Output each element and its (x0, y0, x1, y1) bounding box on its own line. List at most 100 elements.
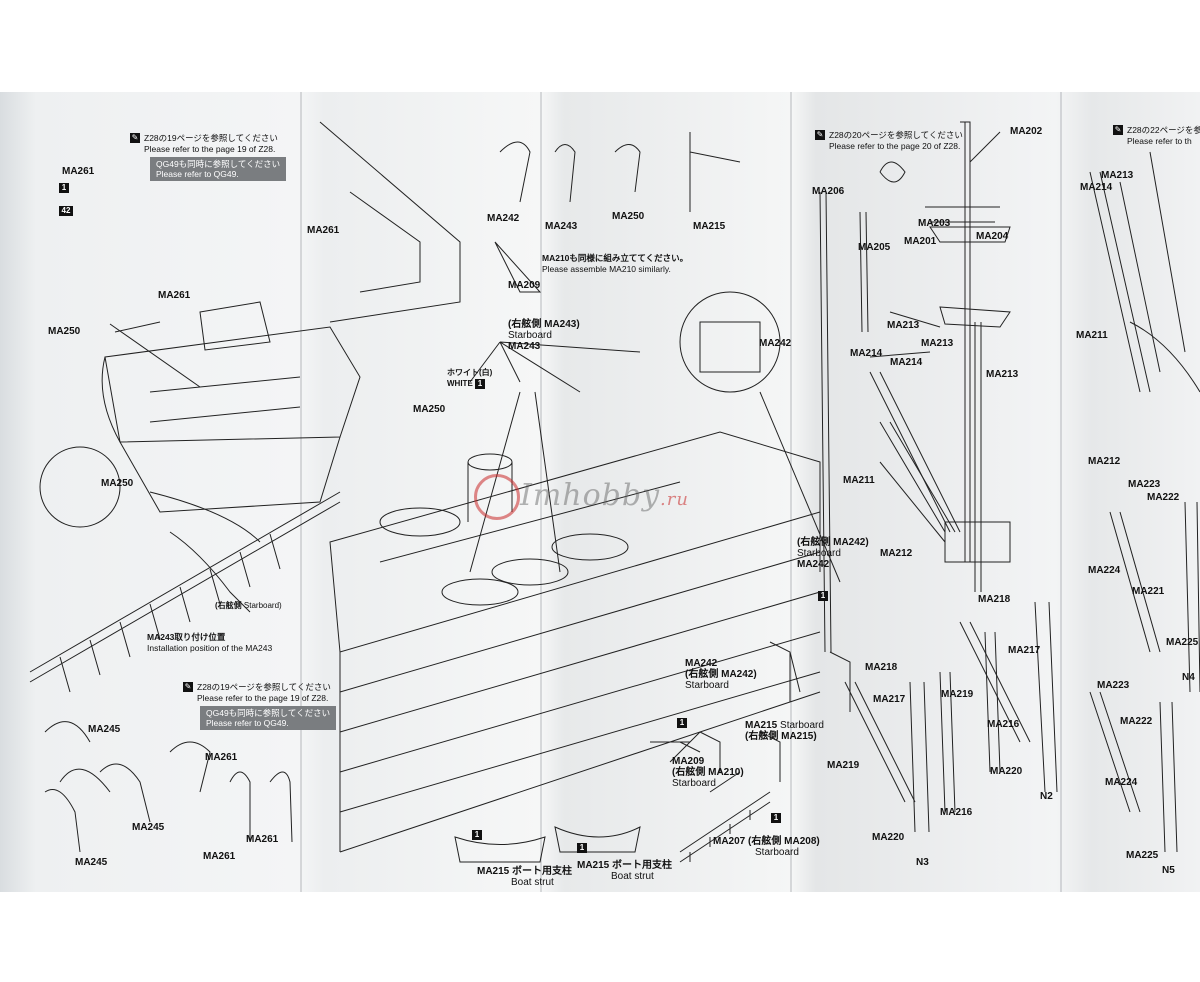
label-ma245-c: MA245 (75, 857, 108, 868)
label-ma212: MA212 (880, 548, 913, 559)
label-ma205: MA205 (858, 242, 891, 253)
p4-ref-note: ✎Z28の22ページを参 Please refer to th (1113, 125, 1200, 146)
ma210-note: MA210も同様に組み立ててください。 Please assemble MA21… (542, 253, 689, 274)
top-background (0, 0, 1200, 92)
label-ma201: MA201 (904, 236, 937, 247)
label-ma225-b: MA225 (1126, 850, 1159, 861)
label-ma245-a: MA245 (88, 724, 121, 735)
label-ma214-a: MA214 (850, 348, 883, 359)
label-ma211: MA211 (843, 475, 875, 486)
watermark: Imhobby.ru (520, 478, 689, 513)
label-ma250-c: MA250 (101, 478, 134, 489)
bottom-background (0, 892, 1200, 982)
badge-1-e: 1 (577, 843, 587, 853)
funnel-top (467, 453, 513, 471)
fold-line-4 (1060, 92, 1062, 892)
p1-ref-en: Please refer to the page 19 of Z28. (144, 143, 276, 154)
label-ma250-b: MA250 (413, 404, 446, 415)
label-ma261-e: MA261 (246, 834, 279, 845)
label-ma261-a: MA261 (62, 166, 95, 177)
label-ma261-b: MA261 (307, 225, 340, 236)
label-ma213-c: MA213 (986, 369, 1019, 380)
label-ma261-c: MA261 (158, 290, 191, 301)
label-ma242-starboard-b: MA242 (右舷側 MA242) Starboard (685, 658, 757, 691)
badge-42: 42 (59, 206, 73, 216)
p1-ref-jp: Z28の19ページを参照してください (144, 133, 278, 143)
label-ma245-b: MA245 (132, 822, 165, 833)
label-ma261-d: MA261 (205, 752, 238, 763)
label-ma213-b: MA213 (921, 338, 954, 349)
p3-ref-note: ✎Z28の20ページを参照してください Please refer to the … (815, 130, 963, 151)
label-ma214-b: MA214 (890, 357, 923, 368)
label-ma218-b: MA218 (865, 662, 898, 673)
fold-line-1 (300, 92, 302, 892)
label-ma216-a: MA216 (987, 719, 1020, 730)
label-ma220-a: MA220 (990, 766, 1023, 777)
label-ma209-starboard: MA209 (右舷側 MA210) Starboard (672, 756, 744, 789)
label-ma214-c: MA214 (1080, 182, 1113, 193)
badge-1-b: 1 (818, 591, 828, 601)
badge-1-a: 1 (59, 183, 69, 193)
label-ma220-b: MA220 (872, 832, 905, 843)
label-ma224-a: MA224 (1088, 565, 1121, 576)
label-ma213-a: MA213 (887, 320, 920, 331)
label-ma215-starboard: MA215 Starboard (右舷側 MA215) (745, 720, 824, 742)
label-n5: N5 (1162, 865, 1175, 876)
n5-post (1159, 701, 1178, 853)
label-ma223-a: MA223 (1128, 479, 1161, 490)
p1b-qg-box: QG49も同時に参照してください Please refer to QG49. (200, 706, 337, 730)
label-ma250-a: MA250 (48, 326, 81, 337)
label-n3: N3 (916, 857, 929, 868)
pencil-icon: ✎ (130, 133, 140, 143)
n4-post (1184, 501, 1200, 693)
pencil-icon: ✎ (815, 130, 825, 140)
label-ma261-f: MA261 (203, 851, 236, 862)
starboard-note-p1: (右舷側 Starboard) (215, 601, 282, 610)
watermark-logo-icon (474, 474, 520, 520)
fold-line-3 (790, 92, 792, 892)
white-paint-note: ホワイト(白) WHITE 1 (447, 368, 493, 389)
label-ma215-boat-strut-a: MA215 ボート用支柱 Boat strut (477, 866, 573, 888)
label-n4: N4 (1182, 672, 1195, 683)
label-ma202: MA202 (1010, 126, 1043, 137)
install-position-note: MA243取り付け位置 Installation position of the… (147, 632, 273, 653)
ship-upper-deck (329, 431, 821, 653)
label-ma206: MA206 (812, 186, 845, 197)
pencil-icon: ✎ (1113, 125, 1123, 135)
label-ma222-b: MA222 (1120, 716, 1153, 727)
label-ma250-top: MA250 (612, 211, 645, 222)
n3-post (909, 681, 930, 833)
badge-1-d: 1 (472, 830, 482, 840)
label-ma222-a: MA222 (1147, 492, 1180, 503)
p1b-ref-note: ✎Z28の19ページを参照してください Please refer to the … (183, 682, 331, 703)
badge-1-c: 1 (677, 718, 687, 728)
p1-qg-box: QG49も同時に参照してください Please refer to QG49. (150, 157, 287, 181)
label-n2: N2 (1040, 791, 1053, 802)
label-ma209-top: MA209 (508, 280, 541, 291)
label-ma215-top: MA215 (693, 221, 726, 232)
label-ma219-a: MA219 (941, 689, 974, 700)
p1-ref-note: ✎ Z28の19ページを参照してください Please refer to the … (130, 133, 278, 154)
label-ma243-top: MA243 (545, 221, 578, 232)
label-ma213-d: MA213 (1101, 170, 1134, 181)
label-ma215-boat-strut-b: MA215 ボート用支柱 Boat strut (577, 860, 673, 882)
badge-1-f: 1 (771, 813, 781, 823)
label-ma204: MA204 (976, 231, 1009, 242)
label-ma243-starboard: (右舷側 MA243) Starboard MA243 (508, 319, 580, 352)
label-ma216-b: MA216 (940, 807, 973, 818)
label-ma207-ma208: MA207 (右舷側 MA208) Starboard (713, 836, 820, 858)
assembly-diagram-lines (29, 121, 1200, 863)
label-ma221: MA221 (1132, 586, 1165, 597)
label-ma223-b: MA223 (1097, 680, 1130, 691)
label-ma218-a: MA218 (978, 594, 1011, 605)
stern-deck (104, 326, 361, 443)
label-ma242-detail: MA242 (759, 338, 792, 349)
label-ma224-b: MA224 (1105, 777, 1138, 788)
label-ma217-a: MA217 (1008, 645, 1041, 656)
label-ma217-b: MA217 (873, 694, 906, 705)
detail-circle-2 (679, 291, 781, 393)
label-ma242-top: MA242 (487, 213, 520, 224)
n2-post (1034, 601, 1058, 793)
label-ma225-a: MA225 (1166, 637, 1199, 648)
fold-line-2 (540, 92, 542, 892)
